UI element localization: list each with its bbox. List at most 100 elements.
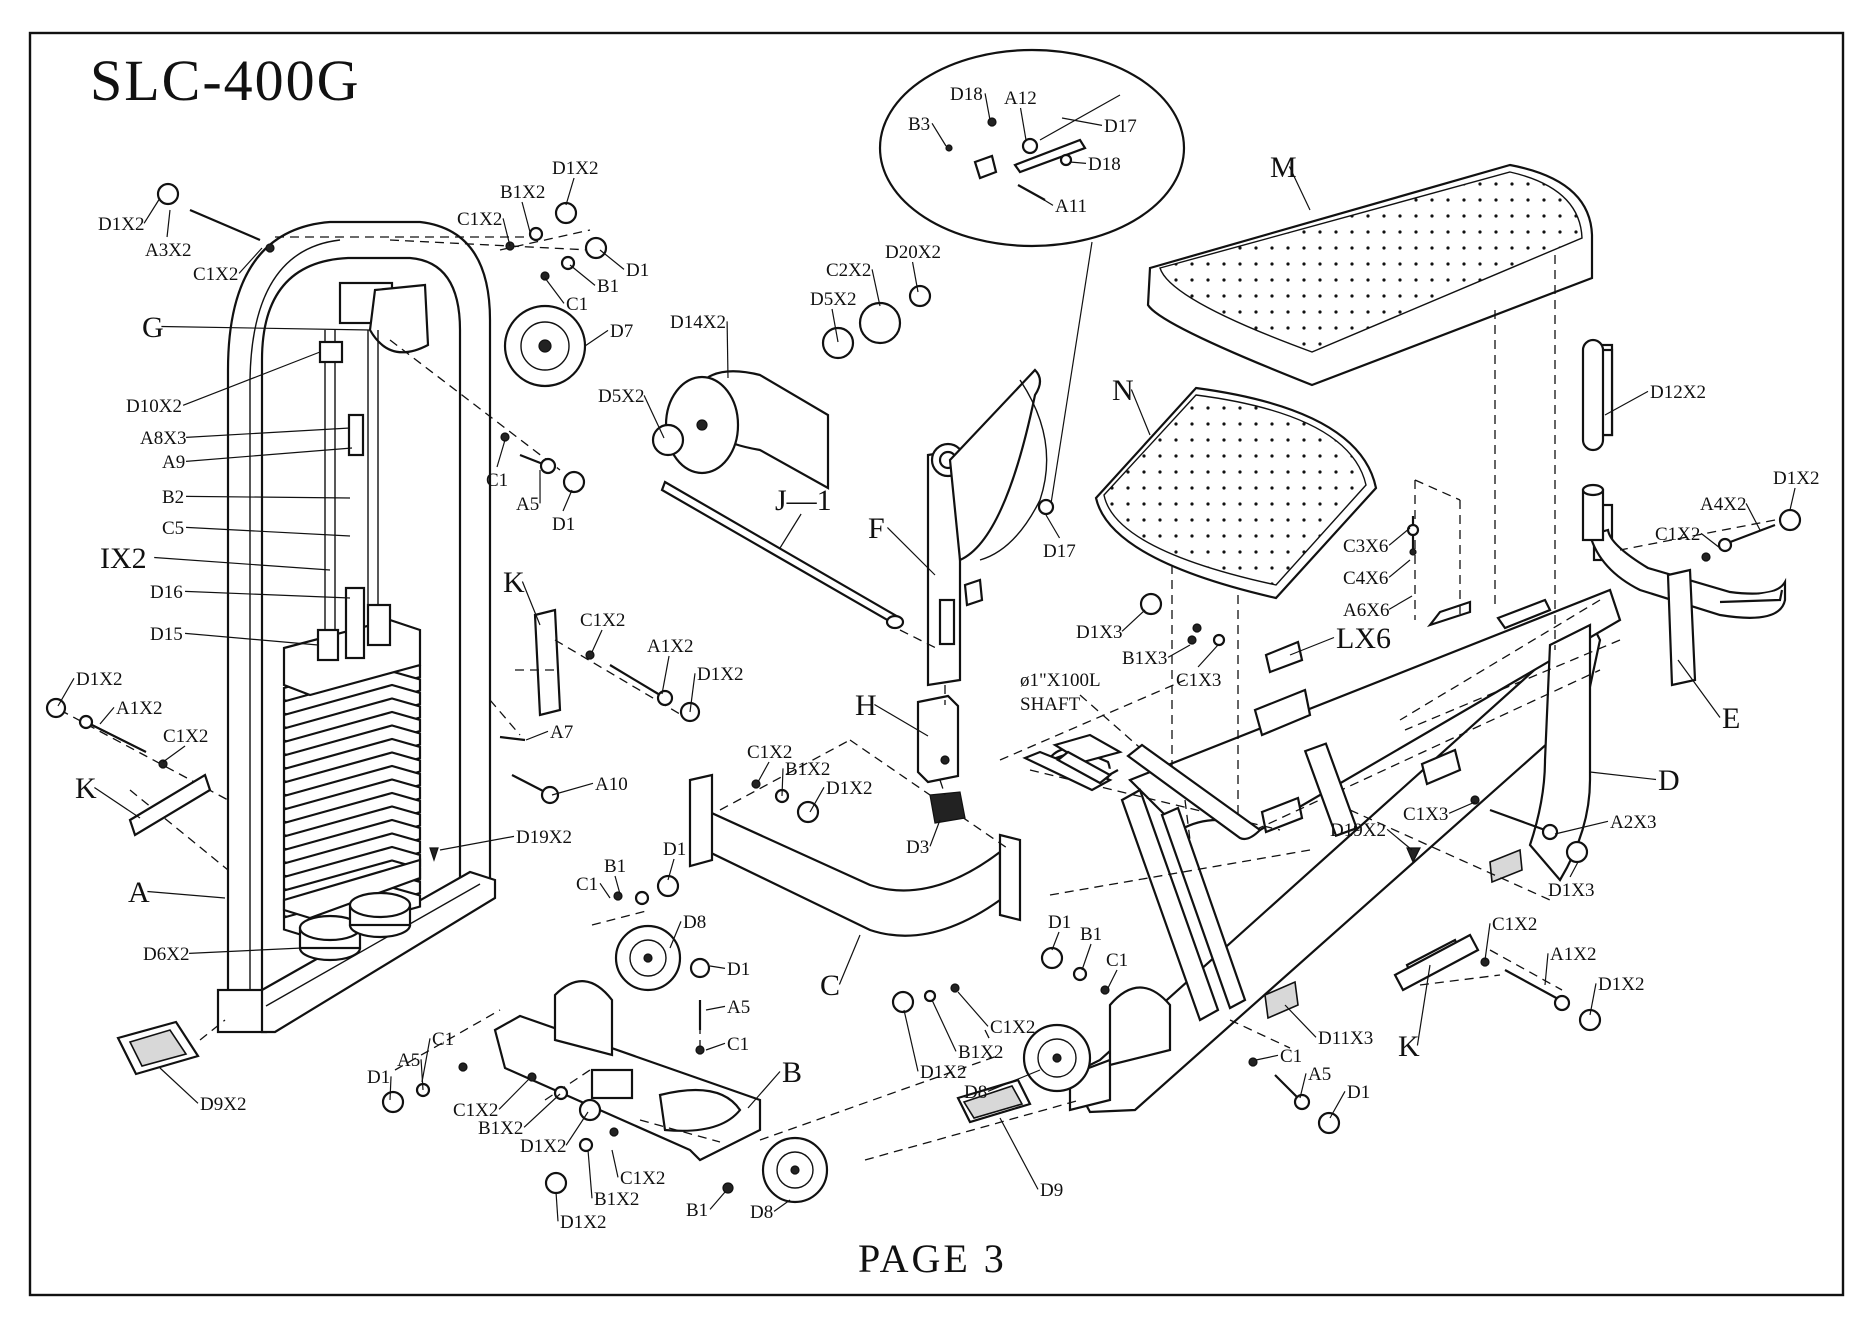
- part-label-a7: A7: [550, 722, 573, 743]
- leader-line: [422, 1038, 430, 1082]
- part-label-a10: A10: [595, 774, 628, 795]
- part-label-f: F: [868, 512, 885, 545]
- part-label-d1x2-c: D1X2: [76, 669, 122, 690]
- leader-line: [758, 762, 769, 782]
- part-label-b1-a: B1: [597, 276, 619, 297]
- leader-line: [644, 395, 664, 438]
- leader-line: [748, 1072, 780, 1109]
- leader-line: [160, 1068, 198, 1103]
- leader-line: [503, 218, 510, 246]
- leader-line: [144, 198, 160, 223]
- part-label-a6x6: A6X6: [1343, 600, 1389, 621]
- leader-line: [556, 1192, 558, 1221]
- part-label-a9: A9: [162, 452, 185, 473]
- part-label-d1-g: D1: [1347, 1082, 1370, 1103]
- leader-line: [1590, 772, 1656, 780]
- part-label-b1x2-a: B1X2: [500, 182, 545, 203]
- part-label-d8-a: D8: [683, 912, 706, 933]
- back-pad-N: [1096, 388, 1376, 598]
- part-label-d19x2-a: D19X2: [516, 827, 572, 848]
- leader-line: [727, 321, 728, 378]
- part-label-d19x2-b: D19X2: [1330, 820, 1386, 841]
- part-label-e: E: [1722, 702, 1740, 735]
- part-label-d11x3: D11X3: [1318, 1028, 1373, 1049]
- part-label-d1-c: D1: [663, 839, 686, 860]
- leader-line: [570, 265, 595, 285]
- part-label-g: G: [142, 311, 164, 344]
- part-label-shaft2: SHAFT: [1020, 694, 1081, 715]
- seat-pad-M: [1148, 165, 1592, 385]
- part-label-d1-a: D1: [626, 260, 649, 281]
- part-label-d17-a: D17: [1104, 116, 1137, 137]
- part-label-d1x2-d: D1X2: [697, 664, 743, 685]
- leader-line: [566, 178, 574, 205]
- part-label-d12x2: D12X2: [1650, 382, 1706, 403]
- leader-line: [592, 630, 602, 652]
- leader-line: [100, 707, 114, 724]
- part-label-b1-b: B1: [604, 856, 626, 877]
- part-label-lx6: LX6: [1336, 622, 1391, 655]
- arm-C: [690, 740, 1020, 936]
- leader-line: [1389, 560, 1410, 577]
- part-label-a11: A11: [1055, 196, 1087, 217]
- leader-line: [167, 210, 170, 237]
- part-label-b: B: [782, 1056, 802, 1089]
- part-label-d8-b: D8: [750, 1202, 773, 1223]
- leader-line: [1746, 503, 1760, 530]
- part-label-c1x2-d: C1X2: [580, 610, 625, 631]
- diagram-title: SLC-400G: [90, 48, 361, 113]
- part-label-c1x2-b: C1X2: [457, 209, 502, 230]
- part-label-b1x2-b: B1X2: [785, 759, 830, 780]
- part-label-a5-d: A5: [1308, 1064, 1331, 1085]
- part-label-c1-e: C1: [432, 1029, 454, 1050]
- part-label-c1x3-a: C1X3: [1176, 670, 1221, 691]
- part-label-a5-a: A5: [516, 494, 539, 515]
- part-label-a5-c: A5: [397, 1050, 420, 1071]
- leader-line: [1389, 528, 1410, 545]
- part-label-a8x3: A8X3: [140, 428, 186, 449]
- leader-line: [522, 202, 530, 232]
- leader-line: [1545, 953, 1548, 985]
- part-label-d16: D16: [150, 582, 183, 603]
- part-label-d1x2-e: D1X2: [826, 778, 872, 799]
- part-label-d1x2-h: D1X2: [1773, 468, 1819, 489]
- leader-line: [524, 1094, 560, 1127]
- part-label-a3x2: A3X2: [145, 240, 191, 261]
- leader-line: [1082, 944, 1091, 970]
- leader-line: [499, 1078, 530, 1109]
- part-label-a4x2: A4X2: [1700, 494, 1746, 515]
- leader-line: [1485, 923, 1490, 960]
- part-label-d1x2-i: D1X2: [920, 1062, 966, 1083]
- part-label-b1x2-e: B1X2: [958, 1042, 1003, 1063]
- leader-line: [904, 1010, 918, 1071]
- part-label-a: A: [128, 876, 150, 909]
- leader-line: [552, 783, 593, 795]
- leader-line: [585, 330, 608, 346]
- leader-line: [930, 820, 940, 846]
- part-label-d14x2: D14X2: [670, 312, 726, 333]
- leader-line: [706, 1043, 725, 1050]
- leader-line: [600, 883, 610, 898]
- leader-line: [147, 892, 225, 899]
- leader-line: [563, 490, 572, 511]
- part-label-a1x2-b: A1X2: [647, 636, 693, 657]
- leader-line: [1256, 1055, 1278, 1060]
- leader-line: [612, 1150, 618, 1177]
- part-label-b1-c: B1: [686, 1200, 708, 1221]
- leader-line: [710, 1192, 725, 1209]
- leader-line: [710, 966, 725, 968]
- part-label-d18-b: D18: [1088, 154, 1121, 175]
- part-label-b3: B3: [908, 114, 930, 135]
- part-label-b1x3: B1X3: [1122, 648, 1167, 669]
- part-label-d9: D9: [1040, 1180, 1063, 1201]
- leader-line: [600, 250, 624, 269]
- leader-line: [58, 678, 74, 706]
- leader-line: [186, 448, 352, 461]
- part-label-c1x2-a: C1X2: [193, 264, 238, 285]
- leader-line: [662, 656, 669, 694]
- part-label-c1-d: C1: [727, 1034, 749, 1055]
- part-label-d1-e: D1: [367, 1067, 390, 1088]
- part-label-c1x2-g: C1X2: [620, 1168, 665, 1189]
